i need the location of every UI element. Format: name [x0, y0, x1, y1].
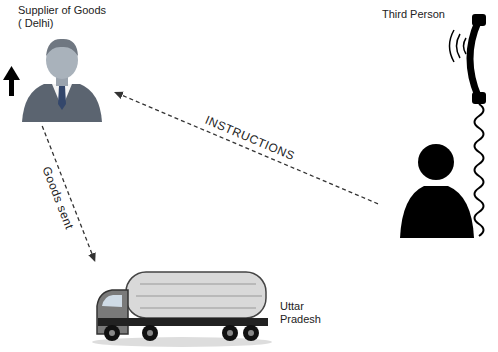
- arrow-head: [3, 66, 20, 80]
- node-label: Third Person: [382, 8, 462, 21]
- arrow-shaft: [9, 78, 14, 96]
- hair: [46, 39, 78, 56]
- supplier-figure: [22, 39, 102, 122]
- instruction-arrow: [114, 92, 378, 204]
- wheel: [104, 325, 120, 341]
- third-person-figure: [400, 14, 486, 238]
- phone-handset: [470, 22, 478, 96]
- hub: [109, 330, 115, 336]
- suit: [22, 84, 102, 122]
- tanker-stripe: [136, 296, 262, 297]
- tanker-stripe: [140, 284, 256, 285]
- wheel: [222, 325, 238, 341]
- hub: [248, 330, 254, 336]
- sound-wave: [450, 30, 455, 62]
- sound-wave: [464, 38, 467, 54]
- truck: [92, 272, 272, 347]
- chassis: [98, 318, 268, 326]
- wheel: [243, 325, 259, 341]
- hub: [147, 330, 153, 336]
- phone-mouthpiece: [472, 92, 486, 104]
- shadow: [92, 337, 272, 347]
- third-person-node: Third Person: [378, 4, 492, 240]
- destination-node: Uttar Pradesh: [88, 262, 332, 350]
- node-label: Supplier of Goods ( Delhi): [18, 4, 110, 30]
- body: [400, 186, 474, 238]
- hub: [227, 330, 233, 336]
- tanker: [126, 272, 266, 318]
- sound-wave: [457, 34, 461, 58]
- cab-window: [102, 295, 122, 307]
- head: [418, 144, 454, 180]
- tanker-stripe: [140, 308, 256, 309]
- tie: [58, 86, 66, 110]
- edge-label: Goods sent: [40, 165, 77, 232]
- phone-earpiece: [472, 14, 486, 26]
- wheel: [142, 325, 158, 341]
- phone-cord: [475, 104, 484, 236]
- node-label: Uttar Pradesh: [280, 300, 330, 326]
- edge-label: INSTRUCTIONS: [203, 113, 297, 163]
- supplier-node: Supplier of Goods ( Delhi): [10, 2, 114, 126]
- goods-arrow: [42, 126, 95, 262]
- up-arrow: [3, 66, 20, 96]
